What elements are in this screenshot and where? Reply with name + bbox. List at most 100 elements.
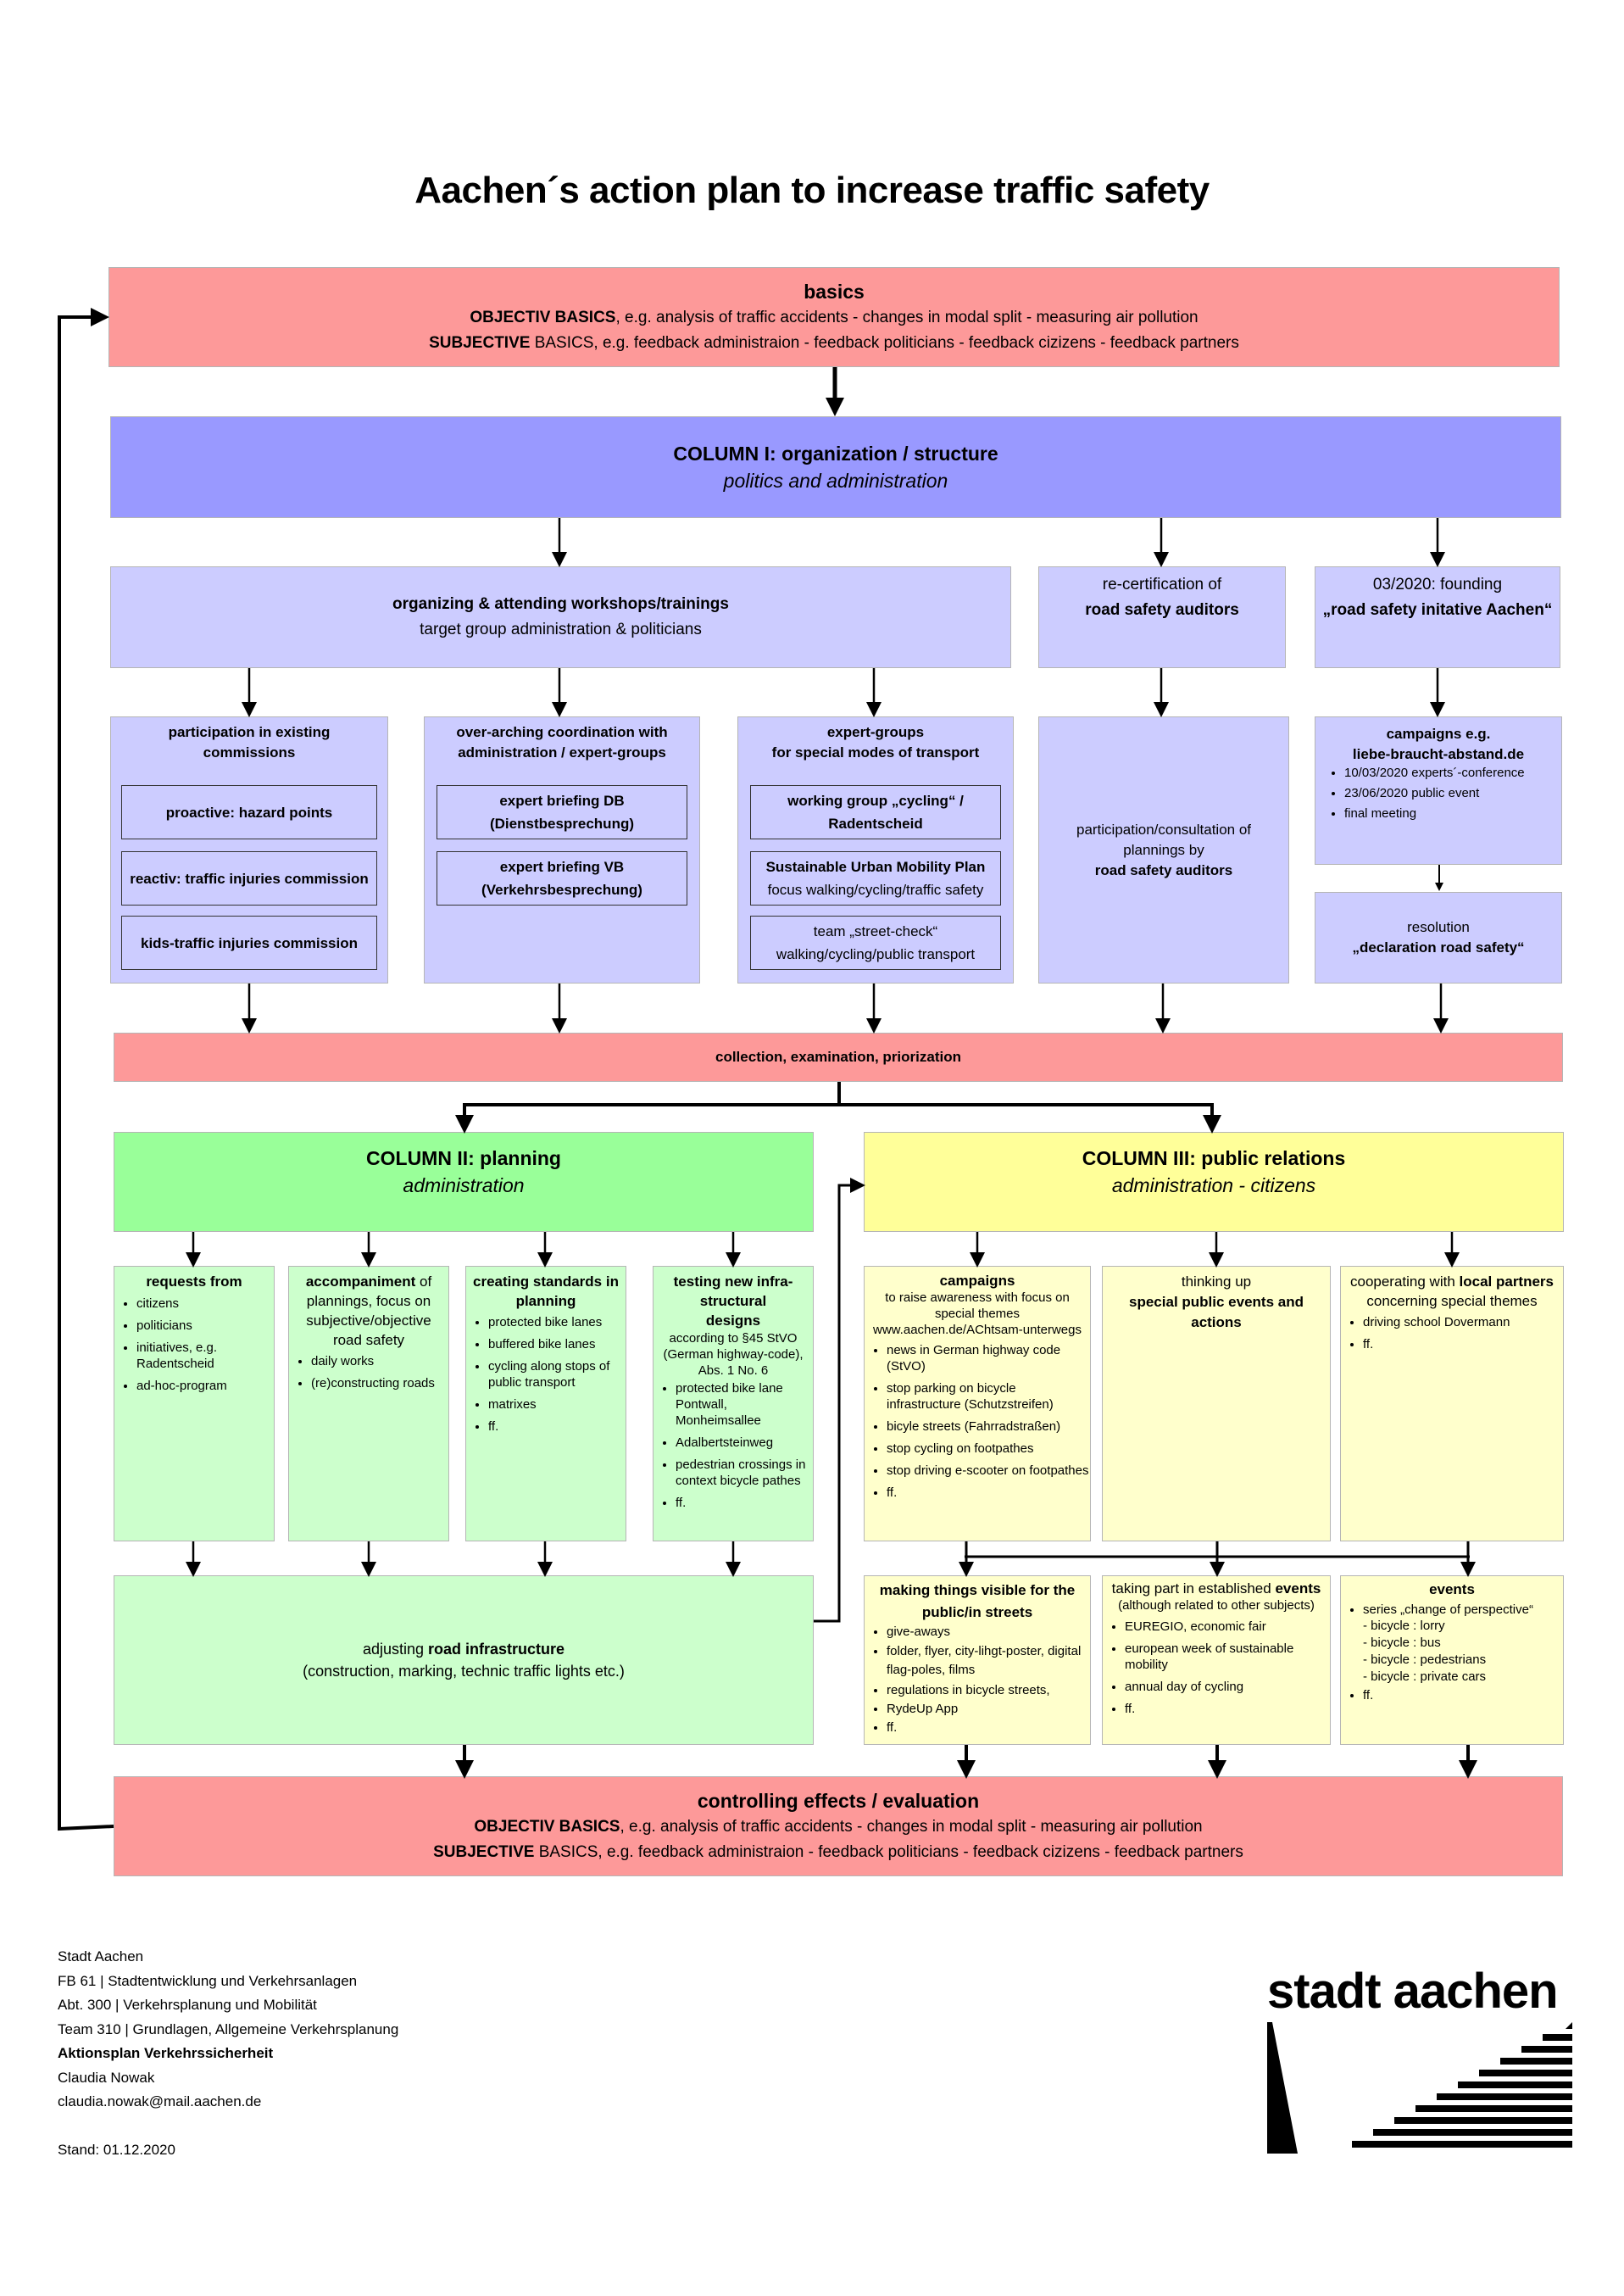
list-item: stop cycling on footpathes <box>887 1441 1090 1457</box>
expert-briefing-db-line2: (Dienstbesprechung) <box>489 816 635 832</box>
column-1-heading: COLUMN I: organization / structure <box>673 443 998 465</box>
sump-line2: focus walking/cycling/traffic safety <box>767 882 984 898</box>
resolution-line2: „declaration road safety“ <box>1352 939 1525 956</box>
pr-campaigns-sub: to raise awareness with focus on special… <box>885 1290 1070 1321</box>
adjusting-line1-bold: road infrastructure <box>428 1641 565 1658</box>
campaigns-founding-h2: liebe-braucht-abstand.de <box>1352 746 1525 762</box>
campaigns-founding-h1: campaigns e.g. <box>1386 726 1491 742</box>
list-item: give-aways <box>887 1624 1090 1640</box>
collection-bar: collection, examination, priorization <box>114 1033 1563 1082</box>
accompaniment-heading-rest: of plannings, focus on subjective/object… <box>306 1273 432 1348</box>
pr-campaigns-heading: campaigns <box>939 1273 1015 1289</box>
basics-objective-bold: OBJECTIV BASICS <box>470 309 616 326</box>
list-item: (re)constructing roads <box>311 1375 448 1391</box>
list-item: ff. <box>488 1418 626 1435</box>
column-3-subheading: administration - citizens <box>1111 1174 1316 1196</box>
adjusting-line1-plain: adjusting <box>362 1641 428 1658</box>
column-3-box: COLUMN III: public relations administrat… <box>864 1132 1564 1232</box>
expert-briefing-db-line1: expert briefing DB <box>499 793 625 809</box>
list-item: driving school Dovermann <box>1363 1314 1563 1330</box>
cooperating-heading-bold: local partners <box>1459 1273 1554 1290</box>
coordination-heading: over-arching coordination with administr… <box>456 724 668 761</box>
controlling-subjective-bold: SUBJECTIVE <box>433 1843 535 1861</box>
feedback-loop-arrow <box>58 308 114 1831</box>
footer-line: Team 310 | Grundlagen, Allgemeine Verkeh… <box>58 2020 399 2037</box>
controlling-objective-bold: OBJECTIV BASICS <box>474 1818 620 1836</box>
controlling-objective: OBJECTIV BASICS, e.g. analysis of traffi… <box>474 1814 1202 1840</box>
column-1-box: COLUMN I: organization / structure polit… <box>110 416 1561 518</box>
controlling-subjective-text: BASICS, e.g. feedback administraion - fe… <box>534 1843 1243 1861</box>
footer-line: claudia.nowak@mail.aachen.de <box>58 2093 262 2109</box>
list-item: cycling along stops of public transport <box>488 1358 626 1390</box>
column-2-heading: COLUMN II: planning <box>366 1147 561 1169</box>
list-item: regulations in bicycle streets, <box>887 1682 1090 1698</box>
standards-heading: creating standards in planning <box>473 1273 619 1309</box>
events-list: series „change of perspective“ - bicycle… <box>1341 1602 1563 1703</box>
basics-objective-text: , e.g. analysis of traffic accidents - c… <box>615 309 1199 326</box>
list-item: folder, flyer, city-lihgt-poster, digita… <box>887 1642 1090 1680</box>
cooperating-list: driving school Dovermann ff. <box>1341 1314 1563 1352</box>
accompaniment-heading-bold: accompaniment <box>305 1273 416 1290</box>
list-item: series „change of perspective“ - bicycle… <box>1363 1602 1563 1686</box>
thinking-line1: thinking up <box>1181 1273 1252 1290</box>
controlling-box: controlling effects / evaluation OBJECTI… <box>114 1776 1563 1876</box>
street-check-line2: walking/cycling/public transport <box>776 946 976 962</box>
list-item: ff. <box>1125 1701 1330 1717</box>
list-item: ff. <box>1363 1336 1563 1352</box>
visible-box: making things visible for the public/in … <box>864 1575 1091 1745</box>
footer-date: Stand: 01.12.2020 <box>58 2141 175 2158</box>
requests-box: requests from citizens politicians initi… <box>114 1266 275 1541</box>
founding-line2: „road safety initative Aachen“ <box>1322 601 1553 619</box>
column-2-box: COLUMN II: planning administration <box>114 1132 814 1232</box>
thinking-line2: special public events and actions <box>1129 1294 1304 1330</box>
established-list: EUREGIO, economic fair european week of … <box>1103 1619 1330 1717</box>
events-series: series „change of perspective“ <box>1363 1602 1533 1617</box>
list-item: buffered bike lanes <box>488 1336 626 1352</box>
expert-groups-box: expert-groups for special modes of trans… <box>737 716 1014 984</box>
column-3-heading: COLUMN III: public relations <box>1082 1147 1346 1169</box>
working-group-line2: Radentscheid <box>828 816 923 832</box>
recertification-line1: re-certification of <box>1102 576 1222 594</box>
cooperating-heading-plain: cooperating with <box>1349 1273 1460 1290</box>
commission-item: kids-traffic injuries commission <box>121 916 377 970</box>
events-heading: events <box>1429 1581 1475 1597</box>
column-1-subheading: politics and administration <box>723 470 948 492</box>
list-item: ff. <box>676 1495 813 1511</box>
consultation-box: participation/consultation of plannings … <box>1038 716 1289 984</box>
controlling-objective-text: , e.g. analysis of traffic accidents - c… <box>620 1818 1203 1836</box>
list-item: 23/06/2020 public event <box>1344 785 1561 802</box>
events-dash-item: - bicycle : pedestrians <box>1363 1652 1487 1667</box>
accompaniment-box: accompaniment of plannings, focus on sub… <box>288 1266 449 1541</box>
list-item: politicians <box>136 1318 274 1334</box>
expert-briefing-db: expert briefing DB (Dienstbesprechung) <box>437 785 687 839</box>
cooperating-heading: cooperating with local partners <box>1341 1272 1563 1291</box>
column-2-subheading: administration <box>403 1174 525 1196</box>
list-item: initiatives, e.g. Radentscheid <box>136 1340 274 1372</box>
established-box: taking part in established events (altho… <box>1102 1575 1331 1745</box>
resolution-line1: resolution <box>1407 919 1470 935</box>
basics-subjective-bold: SUBJECTIVE <box>429 334 531 352</box>
sump-line1: Sustainable Urban Mobility Plan <box>765 859 986 875</box>
list-item: ad-hoc-program <box>136 1378 274 1394</box>
list-item: daily works <box>311 1353 448 1369</box>
testing-sub: according to §45 StVO (German highway-co… <box>663 1331 804 1378</box>
list-item: matrixes <box>488 1396 626 1413</box>
consultation-line3: road safety auditors <box>1094 861 1233 878</box>
commissions-box: participation in existing commissions pr… <box>110 716 388 984</box>
accompaniment-list: daily works (re)constructing roads <box>289 1353 448 1391</box>
established-sub: (although related to other subjects) <box>1118 1598 1315 1613</box>
list-item: protected bike lane Pontwall, Monheimsal… <box>676 1380 813 1429</box>
working-group-cycling: working group „cycling“ / Radentscheid <box>750 785 1001 839</box>
visible-heading: making things visible for the public/in … <box>879 1582 1076 1620</box>
testing-list: protected bike lane Pontwall, Monheimsal… <box>653 1380 813 1511</box>
arrow <box>814 1178 865 1623</box>
list-item: Adalbertsteinweg <box>676 1435 813 1451</box>
events-dash-item: - bicycle : private cars <box>1363 1669 1487 1684</box>
visible-list: give-aways folder, flyer, city-lihgt-pos… <box>865 1624 1090 1736</box>
established-heading-plain: taking part in established <box>1111 1580 1276 1597</box>
list-item: annual day of cycling <box>1125 1679 1330 1695</box>
established-heading: taking part in established events <box>1103 1580 1330 1598</box>
footer-line: Abt. 300 | Verkehrsplanung und Mobilität <box>58 1997 317 2013</box>
commission-item: reactiv: traffic injuries commission <box>121 851 377 906</box>
